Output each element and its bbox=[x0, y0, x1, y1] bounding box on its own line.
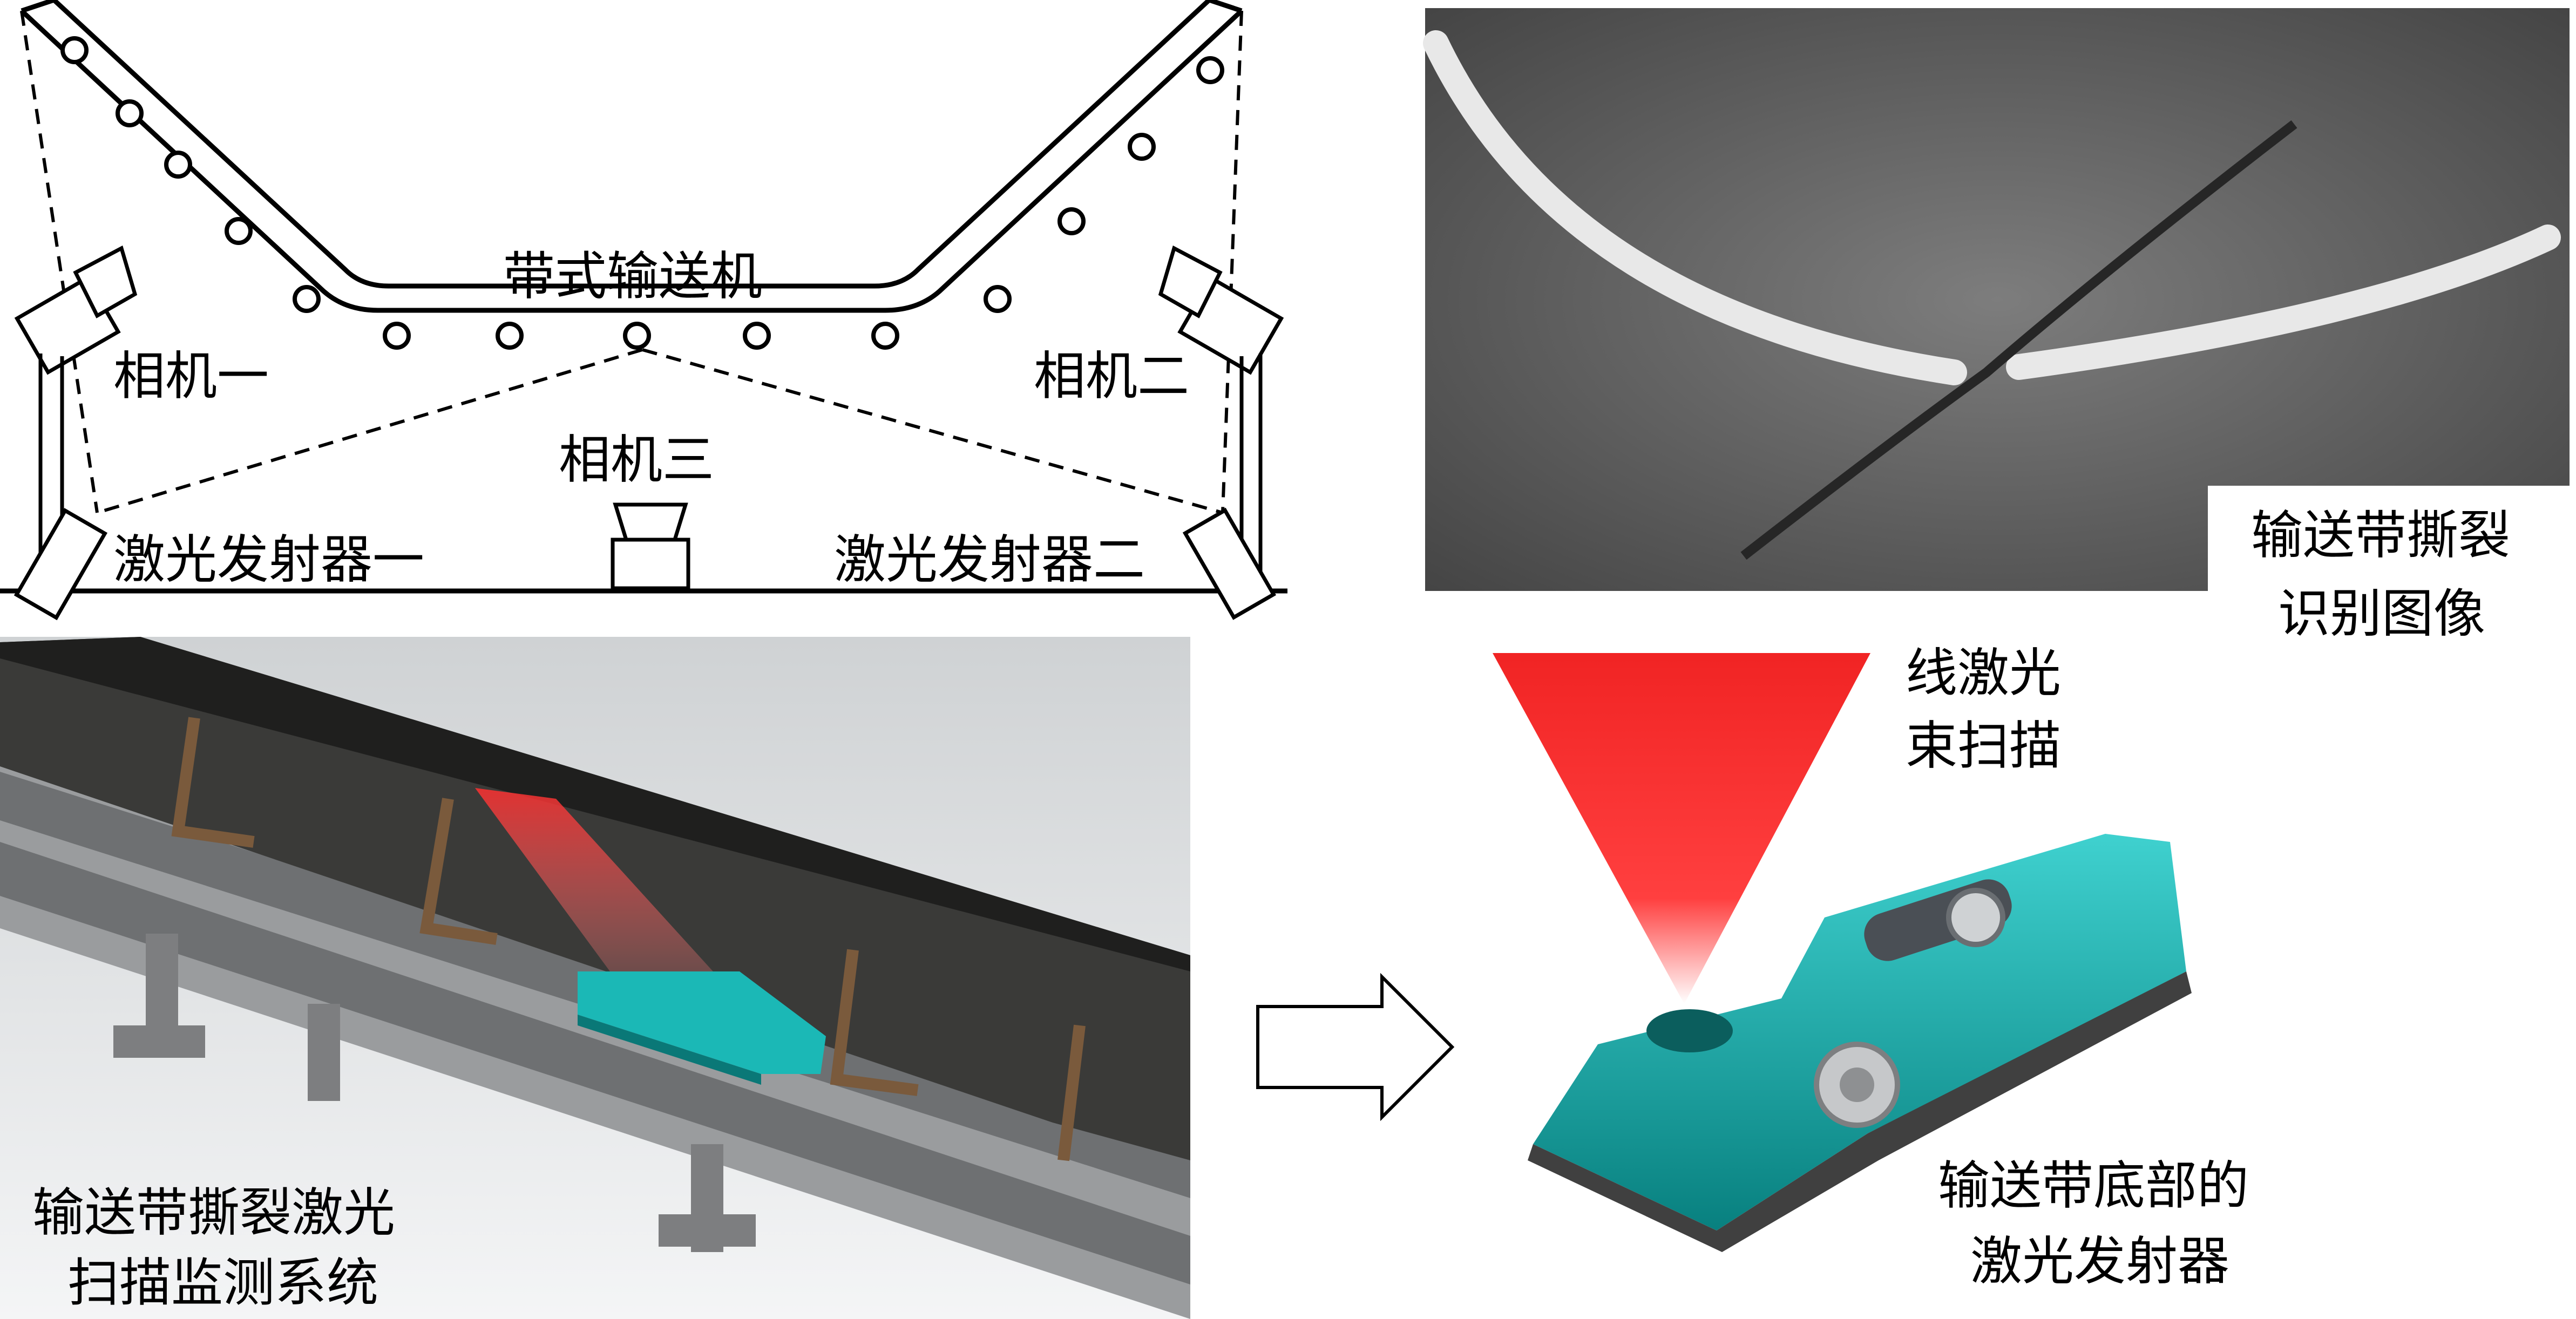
emitter-3d-small bbox=[578, 971, 826, 1074]
line-laser-beam bbox=[1493, 653, 1870, 1004]
emitter-caption-line2: 激光发射器 bbox=[1970, 1231, 2229, 1291]
camera-2-label: 相机二 bbox=[1034, 346, 1189, 406]
tear-recognition-image bbox=[1423, 8, 2576, 664]
idler-rollers bbox=[60, 36, 1224, 350]
emitter-detail-render bbox=[1493, 653, 2192, 1252]
tear-image-caption-line1: 输送带撕裂 bbox=[2251, 505, 2510, 566]
conveyor-label: 带式输送机 bbox=[503, 246, 762, 307]
idler-roller bbox=[984, 285, 1012, 313]
laser-emitter-1-label: 激光发射器一 bbox=[113, 529, 424, 590]
idler-roller bbox=[496, 322, 524, 350]
laser-beam-glow bbox=[475, 788, 718, 977]
motor-gear-icon bbox=[1814, 1042, 1900, 1128]
beam-label-line1: 线激光 bbox=[1906, 643, 2061, 703]
laser-emitter-2-icon bbox=[1182, 507, 1277, 620]
camera-3-icon bbox=[611, 502, 690, 590]
monitoring-caption-line2: 扫描监测系统 bbox=[67, 1253, 378, 1313]
laser-emitter-body bbox=[1533, 834, 2186, 1230]
idler-roller bbox=[1057, 207, 1086, 235]
monitoring-caption-line1: 输送带撕裂激光 bbox=[32, 1182, 395, 1243]
tear-image-caption-line2: 识别图像 bbox=[2278, 583, 2485, 644]
tear-crack bbox=[1740, 120, 2297, 560]
monitoring-system-render bbox=[0, 637, 1190, 1319]
idler-roller bbox=[623, 322, 651, 350]
idler-roller bbox=[60, 36, 89, 64]
camera-1-label: 相机一 bbox=[113, 346, 269, 406]
idler-roller bbox=[383, 322, 411, 350]
idler-roller bbox=[225, 217, 253, 245]
conveyor-belt-outer bbox=[19, 9, 1244, 313]
laser-emitter-2-label: 激光发射器二 bbox=[834, 529, 1145, 590]
emitter-caption-line1: 输送带底部的 bbox=[1938, 1155, 2249, 1216]
conveyor-schematic: 带式输送机 相机一 相机二 相机三 激光发射器一 激光发射器二 bbox=[0, 0, 1287, 621]
arrow-right-icon bbox=[1256, 973, 1455, 1121]
laser-emitter-1-icon bbox=[13, 508, 108, 621]
camera-2-icon bbox=[1158, 245, 1284, 375]
beam-label-line2: 束扫描 bbox=[1906, 716, 2061, 776]
idler-roller bbox=[871, 322, 899, 350]
idler-roller bbox=[164, 151, 192, 179]
camera-3-label: 相机三 bbox=[559, 430, 714, 490]
conveyor-belt-inner bbox=[52, 0, 1211, 289]
camera-1-icon bbox=[14, 245, 138, 375]
laser-paths bbox=[20, 10, 1243, 514]
idler-roller bbox=[743, 322, 771, 350]
idler-roller bbox=[116, 99, 144, 127]
idler-roller bbox=[293, 285, 321, 313]
belt-edge-stripe bbox=[1423, 30, 1967, 385]
idler-roller bbox=[1196, 56, 1224, 84]
idler-roller bbox=[1128, 133, 1156, 161]
